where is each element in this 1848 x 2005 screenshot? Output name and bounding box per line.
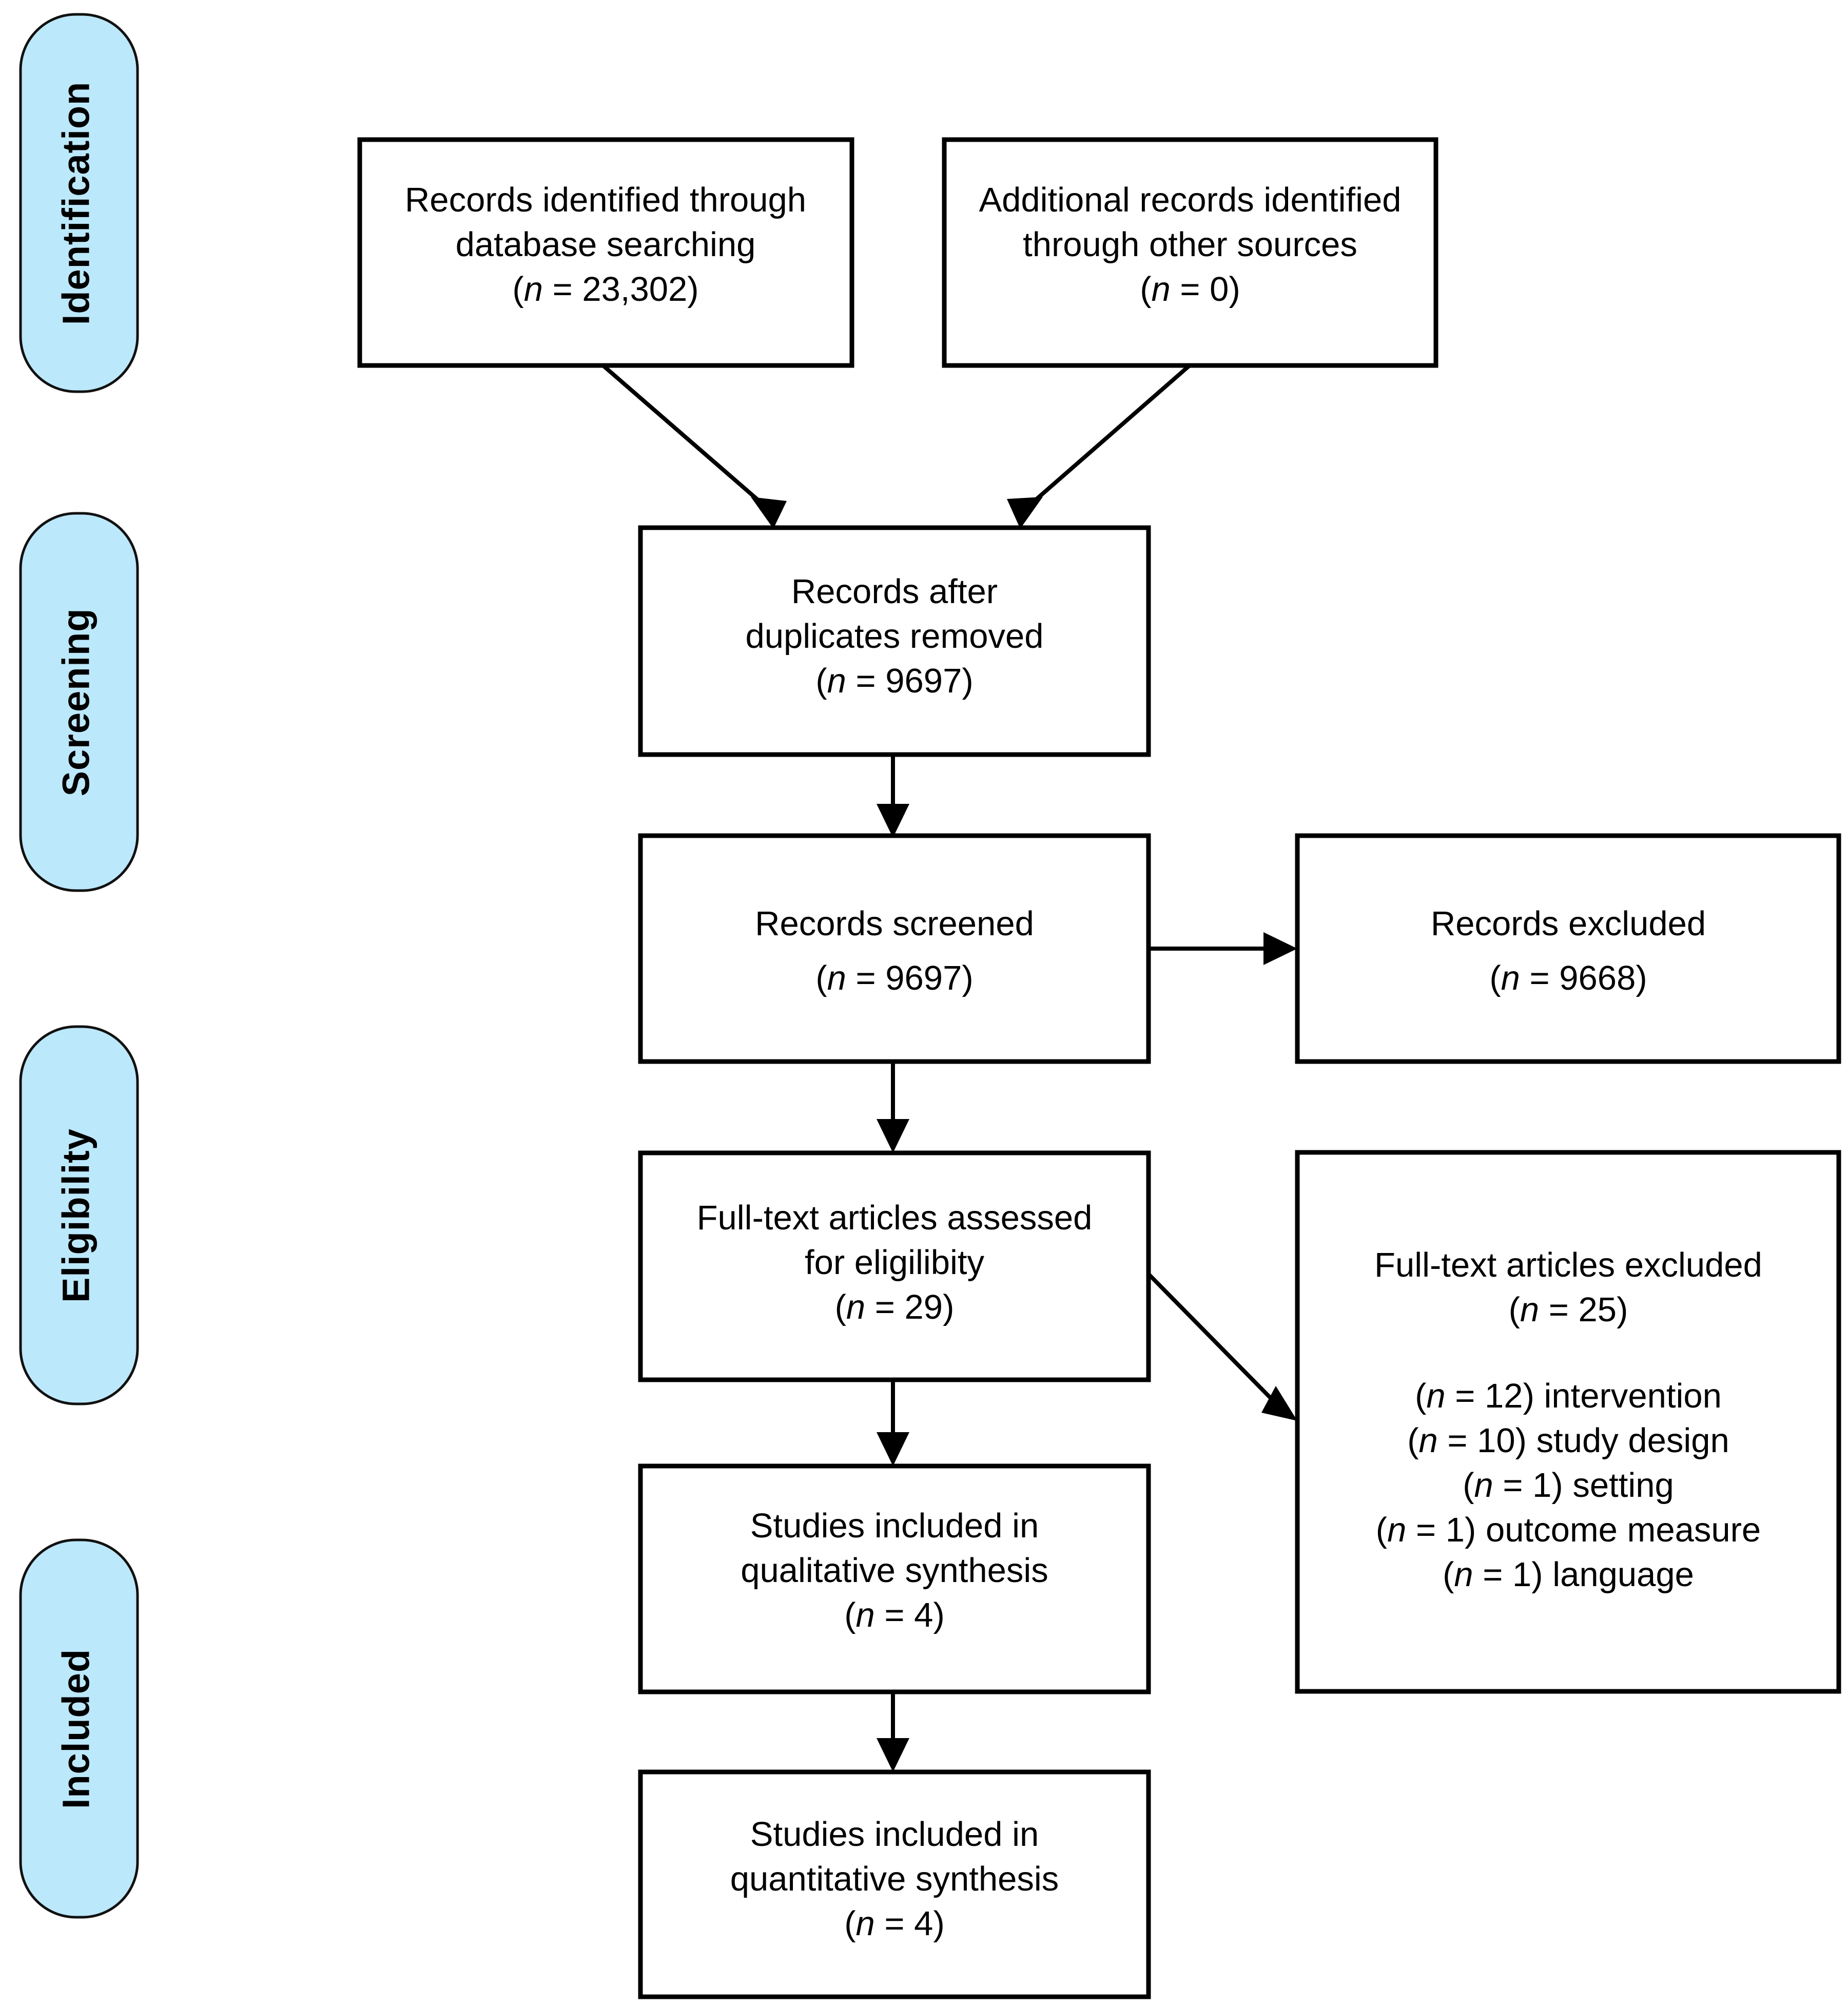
box-included-qualitative[interactable]: Studies included in qualitative synthesi…: [638, 1463, 1151, 1694]
box-included-quantitative-line1: Studies included in: [750, 1815, 1039, 1854]
box-fulltext-excluded-reason-3: (n = 1) setting: [1463, 1466, 1674, 1505]
box-fulltext-assessed[interactable]: Full-text articles assessed for eligilib…: [638, 1150, 1151, 1382]
stage-pill-eligibility[interactable]: Eligibility: [19, 1025, 139, 1405]
box-fulltext-excluded-count: (n = 25): [1509, 1290, 1628, 1329]
box-records-after-duplicates-line1: Records after: [791, 572, 998, 611]
box-records-identified-database-line1: Records identified through: [405, 181, 806, 219]
box-included-qualitative-line2: qualitative synthesis: [741, 1551, 1048, 1590]
box-included-quantitative[interactable]: Studies included in quantitative synthes…: [638, 1769, 1151, 1999]
connector-screened-to-excluded: [1149, 932, 1297, 965]
box-fulltext-excluded-reason-4: (n = 1) outcome measure: [1376, 1511, 1761, 1549]
arrow-head-fulltext-to-qualitative: [877, 1432, 909, 1466]
box-fulltext-excluded-line1: Full-text articles excluded: [1374, 1246, 1762, 1284]
stage-pill-included-label: Included: [55, 1649, 98, 1809]
box-fulltext-excluded-reason-2: (n = 10) study design: [1407, 1421, 1729, 1460]
box-records-excluded[interactable]: Records excluded (n = 9668): [1295, 833, 1841, 1064]
box-included-qualitative-line1: Studies included in: [750, 1507, 1039, 1545]
connector-identified-to-dedup: [601, 363, 787, 529]
box-included-quantitative-count: (n = 4): [844, 1904, 945, 1943]
connector-additional-to-dedup: [1007, 363, 1191, 529]
stage-pill-identification-label: Identification: [55, 82, 98, 325]
box-fulltext-assessed-line1: Full-text articles assessed: [697, 1199, 1093, 1237]
stage-pill-screening[interactable]: Screening: [19, 512, 139, 892]
box-records-screened-count: (n = 9697): [815, 959, 973, 997]
box-records-identified-database-count: (n = 23,302): [512, 270, 698, 309]
box-included-quantitative-line2: quantitative synthesis: [730, 1860, 1059, 1898]
box-included-quantitative-shape: [638, 1769, 1151, 1999]
box-records-identified-database-line2: database searching: [456, 225, 756, 264]
box-additional-records-other-count: (n = 0): [1140, 270, 1240, 309]
box-fulltext-excluded-reason-1: (n = 12) intervention: [1415, 1377, 1722, 1415]
box-records-screened[interactable]: Records screened (n = 9697): [638, 833, 1151, 1064]
box-records-screened-line1: Records screened: [755, 904, 1034, 943]
arrow-head-fulltext-to-excluded: [1261, 1386, 1297, 1421]
box-additional-records-other-shape: [942, 137, 1438, 368]
box-records-screened-shape: [638, 833, 1151, 1064]
box-records-identified-database-shape: [357, 137, 854, 368]
box-additional-records-other-line1: Additional records identified: [979, 181, 1401, 219]
stage-pill-eligibility-label: Eligibility: [55, 1128, 98, 1303]
stage-pill-identification[interactable]: Identification: [19, 13, 139, 393]
box-fulltext-excluded[interactable]: Full-text articles excluded (n = 25) (n …: [1295, 1150, 1841, 1694]
arrow-head-screened-to-excluded: [1263, 932, 1297, 965]
box-fulltext-excluded-shape: [1295, 1150, 1841, 1694]
box-additional-records-other[interactable]: Additional records identified through ot…: [942, 137, 1438, 368]
box-records-excluded-count: (n = 9668): [1489, 959, 1647, 997]
connector-dedup-to-screened: [877, 755, 909, 838]
box-fulltext-assessed-shape: [638, 1150, 1151, 1382]
stage-pill-eligibility-shape: [19, 1025, 139, 1405]
stage-pill-identification-shape: [19, 13, 139, 393]
stage-pill-screening-label: Screening: [55, 608, 98, 797]
box-included-qualitative-count: (n = 4): [844, 1596, 945, 1634]
arrow-head-dedup-to-screened: [877, 804, 909, 838]
box-fulltext-assessed-count: (n = 29): [835, 1288, 955, 1326]
box-records-after-duplicates-line2: duplicates removed: [746, 617, 1044, 656]
arrow-head-additional-to-dedup: [1007, 497, 1043, 529]
box-included-qualitative-shape: [638, 1463, 1151, 1694]
box-records-excluded-shape: [1295, 833, 1841, 1064]
connector-fulltext-to-qualitative: [877, 1380, 909, 1466]
box-additional-records-other-line2: through other sources: [1023, 225, 1357, 264]
stage-pill-included[interactable]: Included: [19, 1538, 139, 1919]
arrow-head-identified-to-dedup: [751, 497, 787, 529]
box-fulltext-excluded-reason-5: (n = 1) language: [1443, 1555, 1694, 1594]
connector-qualitative-to-quantitative: [877, 1687, 909, 1772]
box-fulltext-assessed-line2: for eligilibity: [805, 1243, 985, 1282]
box-records-after-duplicates-count: (n = 9697): [815, 662, 973, 700]
box-records-after-duplicates[interactable]: Records after duplicates removed (n = 96…: [638, 525, 1151, 757]
box-records-excluded-line1: Records excluded: [1431, 904, 1706, 943]
stage-pill-screening-shape: [19, 512, 139, 892]
arrow-head-qualitative-to-quantitative: [877, 1738, 909, 1772]
connector-screened-to-fulltext: [877, 1062, 909, 1153]
arrow-head-screened-to-fulltext: [877, 1119, 909, 1153]
box-records-identified-database[interactable]: Records identified through database sear…: [357, 137, 854, 368]
stage-pill-included-shape: [19, 1538, 139, 1919]
box-records-after-duplicates-shape: [638, 525, 1151, 757]
connector-fulltext-to-excluded: [1147, 1273, 1297, 1421]
